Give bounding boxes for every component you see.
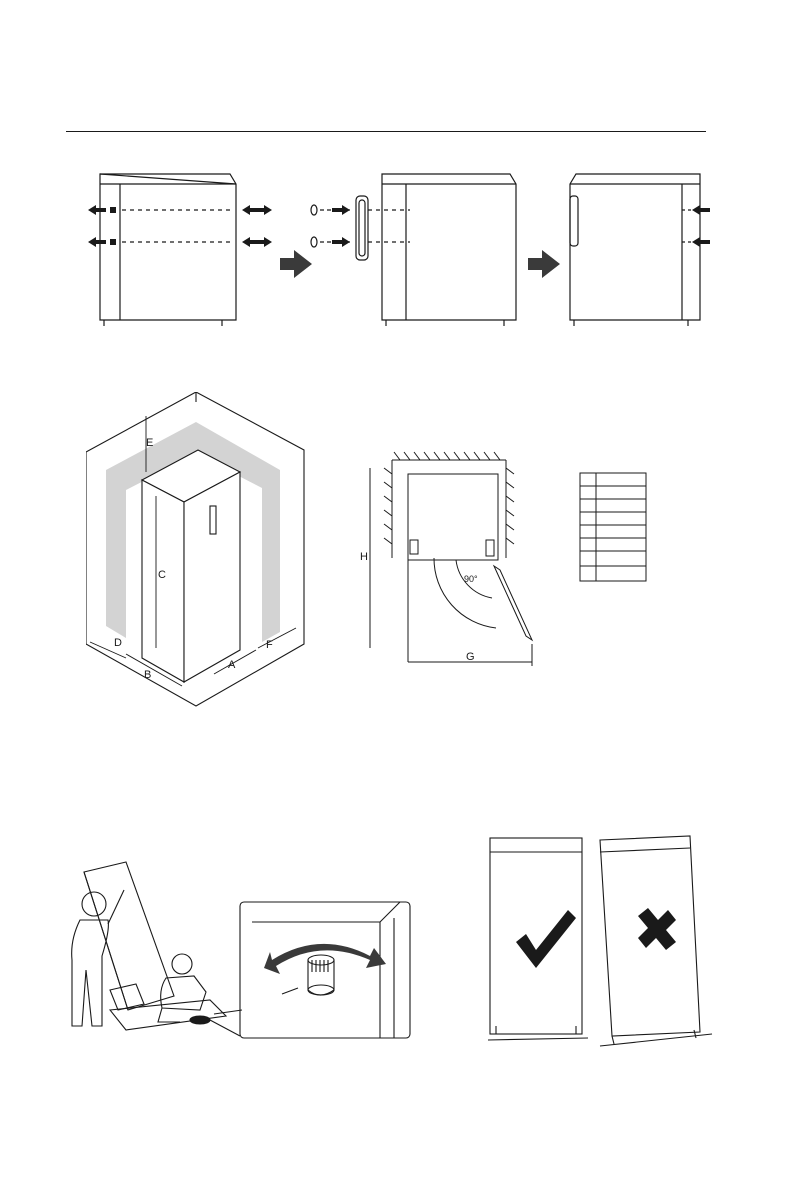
hinge-arrows-right-1 [242, 205, 272, 247]
dim-label-h: H [360, 551, 368, 563]
fridge-step-3 [570, 174, 700, 326]
dim-label-d: D [114, 637, 122, 649]
step-arrow-2 [528, 250, 560, 278]
dim-label-a: A [228, 659, 236, 671]
door-opening-top-view: H G 90° [356, 448, 542, 670]
fridge-level [490, 838, 582, 1034]
step-arrow-1 [280, 250, 312, 278]
fridge-iso [142, 450, 240, 682]
handle-part [311, 196, 410, 260]
levelling-feet-illustration [50, 860, 420, 1040]
door-reversal-sequence [60, 160, 740, 340]
dimension-table [578, 471, 648, 583]
levelling-comparison [480, 832, 720, 1050]
fridge-step-1 [100, 174, 236, 326]
screw-arrows [332, 205, 350, 247]
angle-label: 90° [464, 574, 478, 584]
dim-label-g: G [466, 651, 475, 663]
dim-label-c: C [158, 569, 166, 581]
fridge-step-2 [382, 174, 516, 326]
dim-label-e: E [146, 437, 153, 449]
installation-clearance-diagram: E C D B A F [86, 392, 308, 712]
hinge-arrows-left-1 [88, 205, 116, 247]
dim-label-f: F [266, 639, 273, 651]
header-divider [66, 131, 706, 132]
cross-icon [638, 908, 676, 950]
checkmark-icon [516, 910, 576, 968]
dim-label-b: B [144, 669, 151, 681]
rotation-arrow [264, 944, 386, 974]
hinge-arrows-3 [692, 205, 710, 247]
